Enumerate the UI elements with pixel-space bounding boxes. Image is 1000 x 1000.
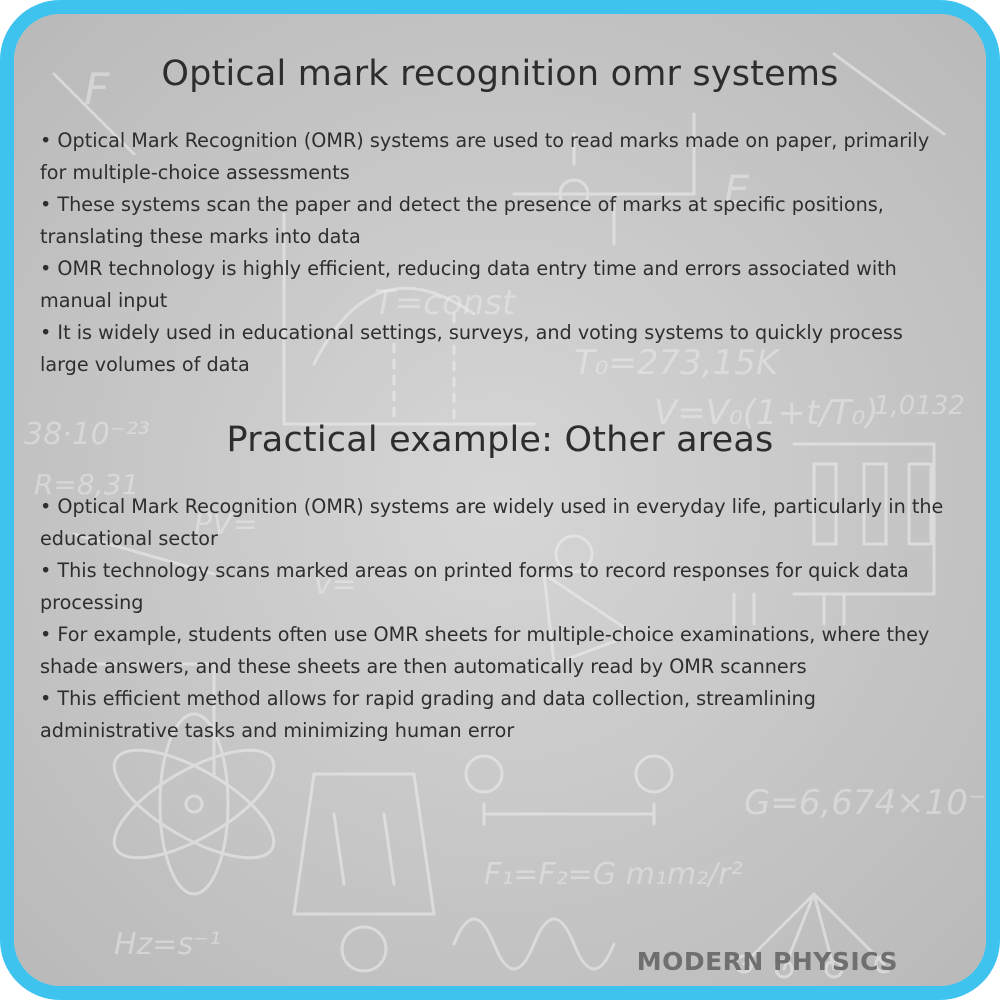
list-item: It is widely used in educational setting… <box>40 317 950 381</box>
section-title-practical-example: Practical example: Other areas <box>226 420 774 460</box>
list-item: This technology scans marked areas on pr… <box>40 555 950 619</box>
svg-text:F₁=F₂=G m₁m₂/r²: F₁=F₂=G m₁m₂/r² <box>484 857 743 892</box>
bullet-list-practical-example: Optical Mark Recognition (OMR) systems a… <box>40 491 950 747</box>
section-title-omr-systems: Optical mark recognition omr systems <box>161 54 839 94</box>
bullet-list-omr-systems: Optical Mark Recognition (OMR) systems a… <box>40 125 950 381</box>
svg-text:38·10⁻²³: 38·10⁻²³ <box>24 417 150 452</box>
list-item: Optical Mark Recognition (OMR) systems a… <box>40 491 950 555</box>
svg-text:1,0132: 1,0132 <box>874 391 965 421</box>
svg-text:V=V₀(1+t/T₀): V=V₀(1+t/T₀) <box>654 393 878 433</box>
svg-text:F: F <box>84 64 110 115</box>
list-item: Optical Mark Recognition (OMR) systems a… <box>40 125 950 189</box>
list-item: OMR technology is highly efficient, redu… <box>40 253 950 317</box>
svg-text:G=6,674×10⁻¹¹: G=6,674×10⁻¹¹ <box>744 783 986 823</box>
list-item: This efficient method allows for rapid g… <box>40 683 950 747</box>
list-item: These systems scan the paper and detect … <box>40 189 950 253</box>
list-item: For example, students often use OMR shee… <box>40 619 950 683</box>
content-area: Optical mark recognition omr systems Opt… <box>14 14 986 986</box>
svg-text:Hz=s⁻¹: Hz=s⁻¹ <box>114 927 221 962</box>
brand-logo-text: MODERN PHYSICS <box>636 947 898 976</box>
